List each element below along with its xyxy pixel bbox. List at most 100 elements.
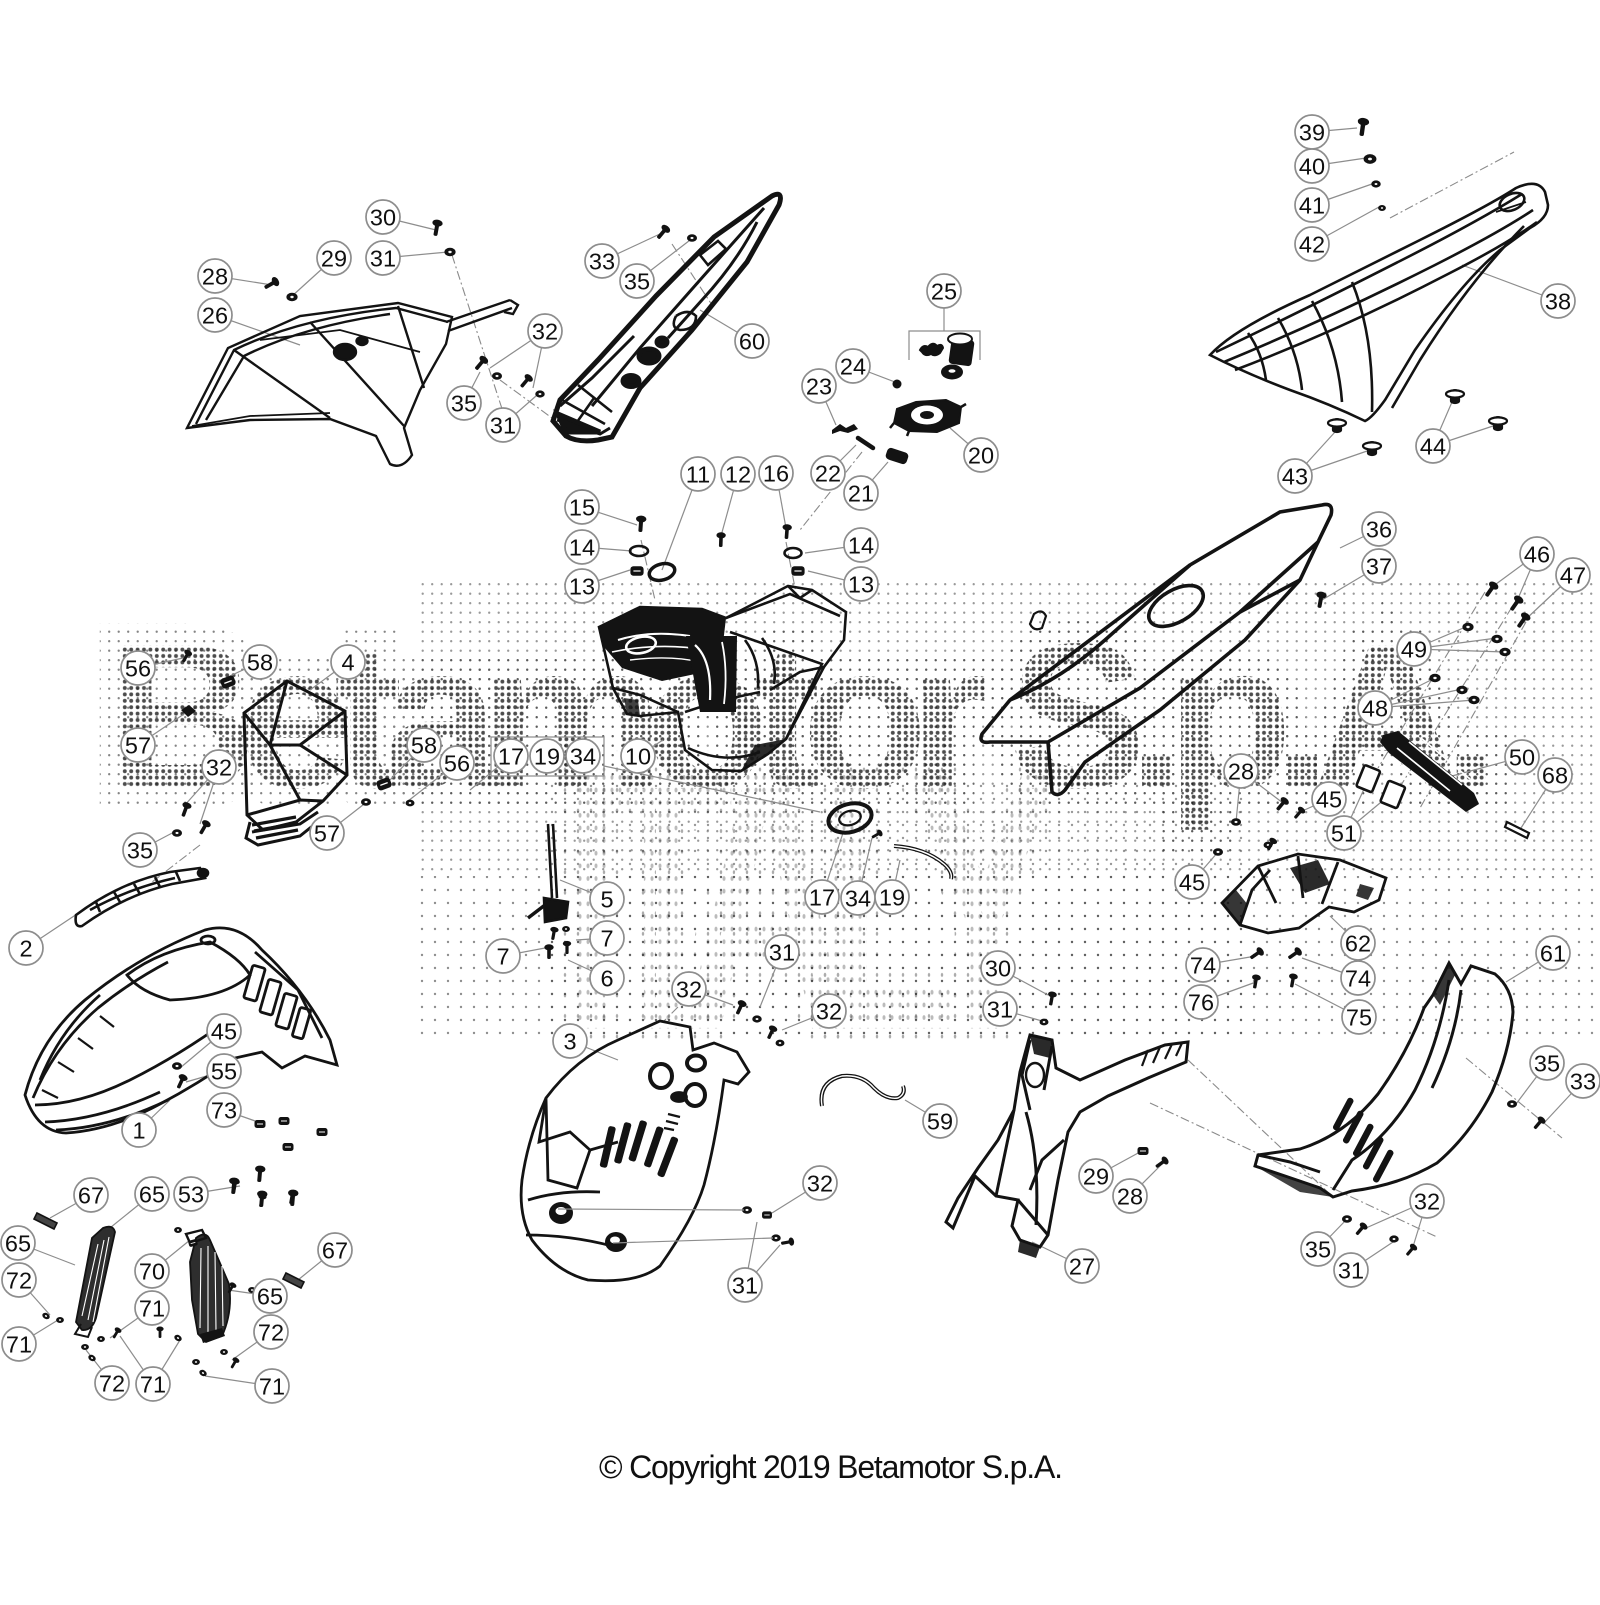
svg-text:35: 35	[451, 390, 477, 416]
svg-text:32: 32	[676, 976, 702, 1002]
svg-text:23: 23	[806, 373, 832, 399]
svg-text:51: 51	[1331, 820, 1357, 846]
svg-text:43: 43	[1282, 463, 1308, 489]
svg-text:29: 29	[1083, 1163, 1109, 1189]
svg-text:57: 57	[125, 732, 151, 758]
svg-text:65: 65	[139, 1181, 165, 1207]
svg-text:24: 24	[840, 353, 866, 379]
svg-text:65: 65	[5, 1230, 31, 1256]
svg-text:21: 21	[848, 480, 874, 506]
svg-text:13: 13	[569, 573, 595, 599]
svg-text:26: 26	[202, 302, 228, 328]
svg-text:19: 19	[879, 884, 905, 910]
svg-text:50: 50	[1509, 744, 1535, 770]
svg-text:40: 40	[1299, 153, 1325, 179]
svg-text:33: 33	[589, 248, 615, 274]
svg-text:31: 31	[370, 245, 396, 271]
svg-text:71: 71	[140, 1371, 166, 1397]
svg-text:74: 74	[1345, 965, 1371, 991]
svg-text:15: 15	[569, 494, 595, 520]
svg-text:35: 35	[1305, 1236, 1331, 1262]
svg-text:10: 10	[625, 743, 651, 769]
svg-text:28: 28	[1117, 1183, 1143, 1209]
svg-text:49: 49	[1401, 636, 1427, 662]
svg-text:11: 11	[686, 461, 710, 487]
svg-text:76: 76	[1188, 989, 1214, 1015]
svg-text:17: 17	[809, 884, 835, 910]
svg-text:34: 34	[845, 885, 871, 911]
svg-text:30: 30	[370, 204, 396, 230]
svg-text:53: 53	[178, 1181, 204, 1207]
svg-text:42: 42	[1299, 231, 1325, 257]
svg-text:© Copyright 2019 Betamotor S.p: © Copyright 2019 Betamotor S.p.A.	[599, 1449, 1063, 1485]
svg-text:73: 73	[211, 1097, 237, 1123]
svg-text:72: 72	[258, 1319, 284, 1345]
svg-text:41: 41	[1299, 192, 1325, 218]
svg-text:71: 71	[139, 1295, 165, 1321]
svg-text:28: 28	[1228, 758, 1254, 784]
svg-text:5: 5	[600, 886, 613, 912]
svg-text:44: 44	[1420, 433, 1446, 459]
svg-text:32: 32	[206, 754, 232, 780]
svg-text:47: 47	[1560, 562, 1586, 588]
svg-text:36: 36	[1366, 516, 1392, 542]
svg-text:12: 12	[725, 461, 751, 487]
svg-text:55: 55	[211, 1058, 237, 1084]
svg-text:31: 31	[490, 412, 516, 438]
svg-text:28: 28	[202, 263, 228, 289]
svg-text:45: 45	[1316, 786, 1342, 812]
svg-text:31: 31	[987, 996, 1013, 1022]
svg-text:62: 62	[1345, 930, 1371, 956]
svg-text:60: 60	[739, 328, 765, 354]
svg-text:61: 61	[1540, 940, 1566, 966]
svg-text:29: 29	[321, 245, 347, 271]
svg-text:14: 14	[569, 534, 595, 560]
svg-text:34: 34	[570, 743, 596, 769]
svg-text:37: 37	[1366, 553, 1392, 579]
svg-text:71: 71	[259, 1373, 285, 1399]
svg-text:45: 45	[211, 1018, 237, 1044]
svg-text:58: 58	[411, 732, 437, 758]
svg-text:56: 56	[125, 655, 151, 681]
svg-text:32: 32	[532, 318, 558, 344]
svg-text:25: 25	[931, 278, 957, 304]
svg-text:4: 4	[341, 649, 354, 675]
svg-text:45: 45	[1179, 869, 1205, 895]
svg-text:46: 46	[1524, 541, 1550, 567]
svg-text:31: 31	[769, 939, 795, 965]
svg-text:16: 16	[763, 460, 789, 486]
svg-text:7: 7	[496, 943, 509, 969]
svg-text:35: 35	[624, 268, 650, 294]
svg-text:30: 30	[985, 955, 1011, 981]
svg-text:38: 38	[1545, 288, 1571, 314]
svg-text:3: 3	[563, 1028, 576, 1054]
svg-text:2: 2	[19, 935, 32, 961]
svg-text:13: 13	[848, 571, 874, 597]
svg-text:67: 67	[322, 1237, 348, 1263]
svg-text:33: 33	[1570, 1068, 1596, 1094]
svg-text:67: 67	[78, 1182, 104, 1208]
svg-text:71: 71	[6, 1331, 32, 1357]
svg-text:31: 31	[1338, 1257, 1364, 1283]
svg-text:75: 75	[1346, 1004, 1372, 1030]
svg-text:19: 19	[534, 743, 560, 769]
svg-text:35: 35	[127, 837, 153, 863]
svg-text:35: 35	[1534, 1050, 1560, 1076]
svg-text:27: 27	[1069, 1253, 1095, 1279]
svg-text:65: 65	[257, 1283, 283, 1309]
svg-text:6: 6	[600, 965, 613, 991]
svg-text:20: 20	[968, 442, 994, 468]
svg-text:17: 17	[498, 743, 524, 769]
svg-text:39: 39	[1299, 119, 1325, 145]
svg-text:72: 72	[6, 1267, 32, 1293]
svg-text:32: 32	[1414, 1188, 1440, 1214]
svg-text:70: 70	[139, 1258, 165, 1284]
svg-text:56: 56	[444, 750, 470, 776]
svg-text:31: 31	[732, 1272, 758, 1298]
svg-text:72: 72	[99, 1370, 125, 1396]
svg-text:57: 57	[314, 820, 340, 846]
svg-text:32: 32	[807, 1170, 833, 1196]
svg-text:14: 14	[848, 532, 874, 558]
svg-text:Betamotor S.p.A.: Betamotor S.p.A.	[108, 601, 1500, 831]
svg-text:48: 48	[1362, 695, 1388, 721]
